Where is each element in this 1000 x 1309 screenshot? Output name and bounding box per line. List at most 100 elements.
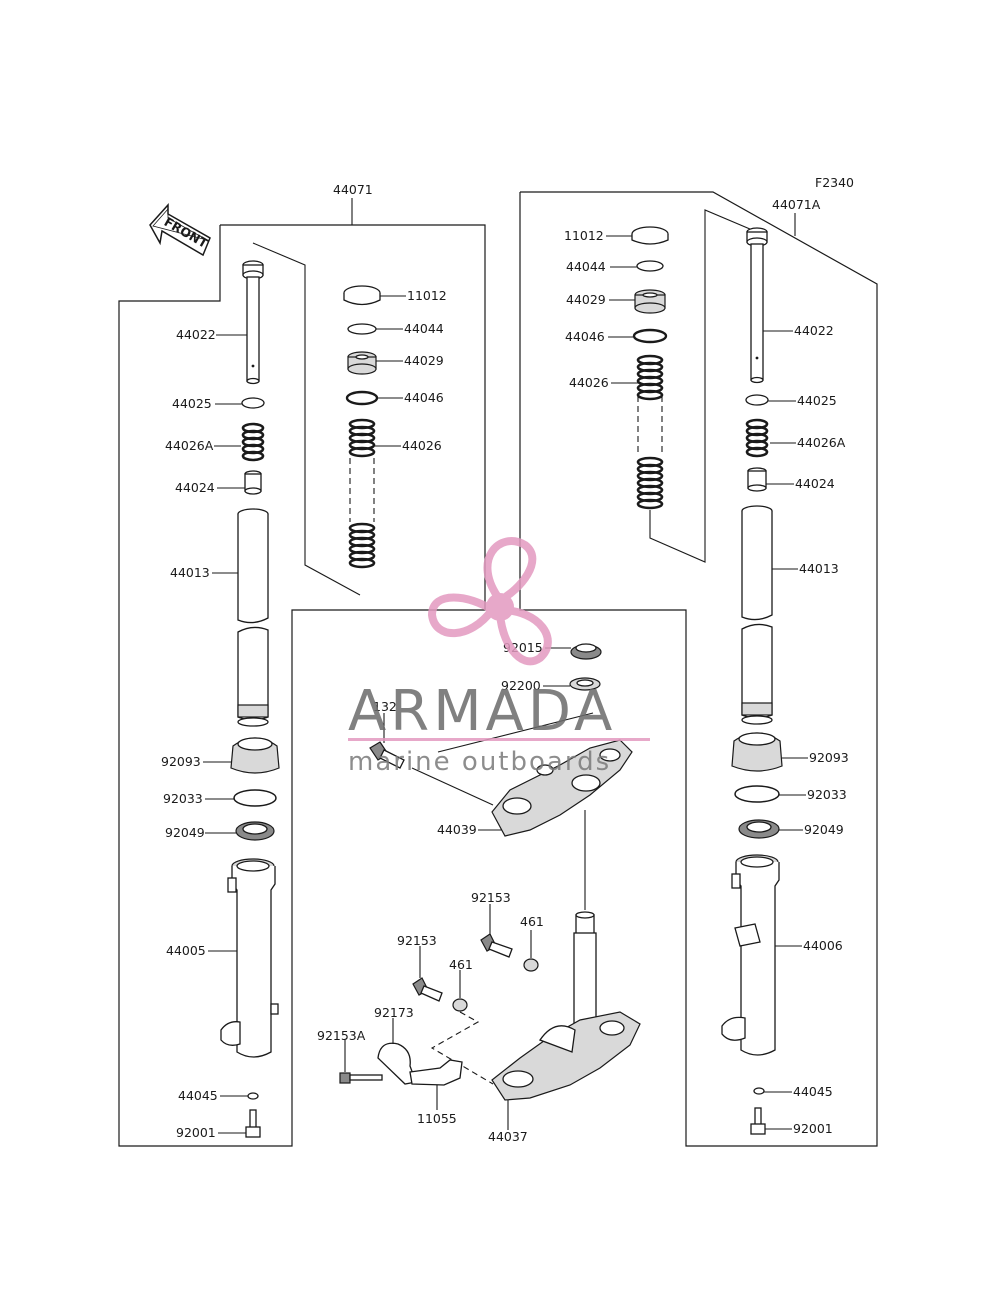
center-part-132-bolt [369,741,405,769]
left-part-44025-clip [241,397,265,409]
center-part-11055-bracket [409,1059,463,1086]
watermark-tagline: marine outboards [348,747,611,777]
left-label-44029: 44029 [404,353,444,368]
spring-coil [348,446,376,458]
left-part-44029-collar [347,351,377,375]
right-part-11012-cap [631,226,669,245]
left-part-92001-bolt [245,1109,261,1138]
right-part-44045-washer [753,1087,765,1095]
center-part-44039-upper-bracket [491,739,633,837]
center-part-461-washer-b [452,998,468,1012]
center-part-92173-clamp [377,1042,417,1085]
left-part-44026A-spring [241,422,265,462]
right-part-44026-spring [636,354,664,510]
left-part-44022-rod [242,260,264,385]
left-frame [118,224,486,1147]
right-label-92049: 92049 [804,822,844,837]
right-part-44024-collar [747,467,767,492]
left-label-44046: 44046 [404,390,444,405]
right-part-92049-oil-seal [738,819,780,839]
right-label-44026A: 44026A [797,435,846,450]
right-label-44022: 44022 [794,323,834,338]
left-part-44013-inner-tube [237,508,269,727]
center-label-92153A: 92153A [317,1028,366,1043]
center-label-92153-a: 92153 [471,890,511,905]
right-label-44045: 44045 [793,1084,833,1099]
spring-coil [636,498,664,510]
right-part-44025-clip [745,394,769,406]
right-part-44044-ring [636,260,664,272]
right-part-92033-circlip [734,785,780,803]
left-label-44044: 44044 [404,321,444,336]
right-label-44029: 44029 [566,292,606,307]
center-part-92153-bolt-b [412,977,443,1002]
right-frame [519,191,878,1147]
right-part-92001-bolt [750,1107,766,1135]
left-label-92033: 92033 [163,791,203,806]
right-label-44044: 44044 [566,259,606,274]
left-part-44046-oring [345,390,379,406]
right-label-44013: 44013 [799,561,839,576]
left-part-11012-cap [343,285,381,306]
center-label-461-b: 461 [449,957,473,972]
right-label-44025: 44025 [797,393,837,408]
left-label-44026A: 44026A [165,438,214,453]
right-label-44006: 44006 [803,938,843,953]
right-label-44026: 44026 [569,375,609,390]
left-label-92001: 92001 [176,1125,216,1140]
left-label-92093: 92093 [161,754,201,769]
center-part-461-washer-a [523,958,539,972]
left-part-44045-washer [247,1092,259,1100]
left-label-44005: 44005 [166,943,206,958]
left-part-92049-oil-seal [235,821,275,841]
center-label-44037: 44037 [488,1129,528,1144]
right-part-44006-outer-tube [721,854,780,1056]
left-label-44025: 44025 [172,396,212,411]
left-part-44005-outer-tube [220,858,279,1058]
spring-coil [348,557,376,569]
center-part-92015-nut [570,643,602,660]
center-label-11055: 11055 [417,1111,457,1126]
center-part-92200-washer [569,677,601,691]
armada-watermark: ARMADA marine outboards [348,537,650,777]
center-part-92153-bolt-a [480,933,513,958]
center-label-461-a: 461 [520,914,544,929]
spring-coil [241,450,265,462]
left-part-44044-ring [347,323,377,335]
left-part-92033-circlip [233,789,277,807]
center-label-132: 132 [373,699,397,714]
left-part-44026-spring [348,418,376,569]
assembly-label-right: 44071A [772,197,821,212]
left-label-44022: 44022 [176,327,216,342]
right-label-44046: 44046 [565,329,605,344]
diagram-code: F2340 [815,175,854,190]
left-label-44024: 44024 [175,480,215,495]
left-label-44013: 44013 [170,565,210,580]
right-part-92093-dust-seal [731,732,783,772]
right-label-92033: 92033 [807,787,847,802]
left-part-92093-dust-seal [230,737,280,774]
front-arrow-icon: FRONT [149,203,211,257]
right-part-44022-rod [746,227,768,384]
left-label-44045: 44045 [178,1088,218,1103]
center-label-92200: 92200 [501,678,541,693]
left-part-44024-collar [244,470,262,495]
center-part-92153A-screw [339,1072,383,1084]
center-part-44037-lower-bracket [491,1011,641,1101]
spring-coil [636,389,664,401]
left-label-92049: 92049 [165,825,205,840]
right-label-92001: 92001 [793,1121,833,1136]
right-label-44024: 44024 [795,476,835,491]
left-label-11012: 11012 [407,288,447,303]
watermark-brand: ARMADA [348,679,616,744]
right-label-11012: 11012 [564,228,604,243]
right-part-44029-collar [634,289,666,314]
assembly-label-left: 44071 [333,182,373,197]
right-part-44013-inner-tube [741,505,773,725]
left-label-44026: 44026 [402,438,442,453]
center-label-92173: 92173 [374,1005,414,1020]
propeller-logo [427,537,552,666]
center-label-92153-b: 92153 [397,933,437,948]
right-part-44046-oring [632,328,668,344]
